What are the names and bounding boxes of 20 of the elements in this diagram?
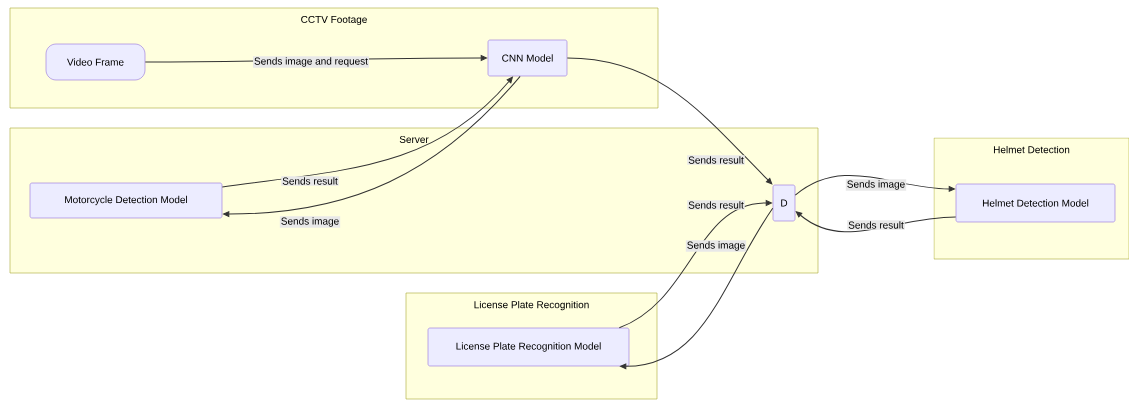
- edge-label: Sends image: [845, 179, 907, 191]
- edge-label: Sends image: [279, 216, 341, 228]
- arrow: [223, 75, 521, 217]
- edge-label: Sends result: [281, 176, 339, 186]
- arrow: [221, 76, 513, 188]
- edge-label: Sends result: [687, 155, 745, 165]
- edge-label: Sends result: [687, 200, 745, 210]
- start-box: Video Frame: [45, 43, 146, 81]
- edge-label: Sends image: [685, 240, 747, 252]
- arrow: [794, 175, 955, 196]
- edge-label: Sends image and request: [253, 56, 369, 68]
- process-box: Motorcycle Detection Model: [29, 182, 223, 219]
- arrow: [566, 57, 773, 185]
- arrow: [620, 207, 774, 370]
- edge-label: Sends result: [847, 220, 905, 230]
- process-box: CNN Model: [487, 39, 568, 77]
- process-box: Helmet Detection Model: [955, 183, 1116, 223]
- process-box: License Plate Recognition Model: [427, 327, 630, 367]
- process-box: D: [772, 184, 796, 222]
- arrow: [618, 200, 772, 329]
